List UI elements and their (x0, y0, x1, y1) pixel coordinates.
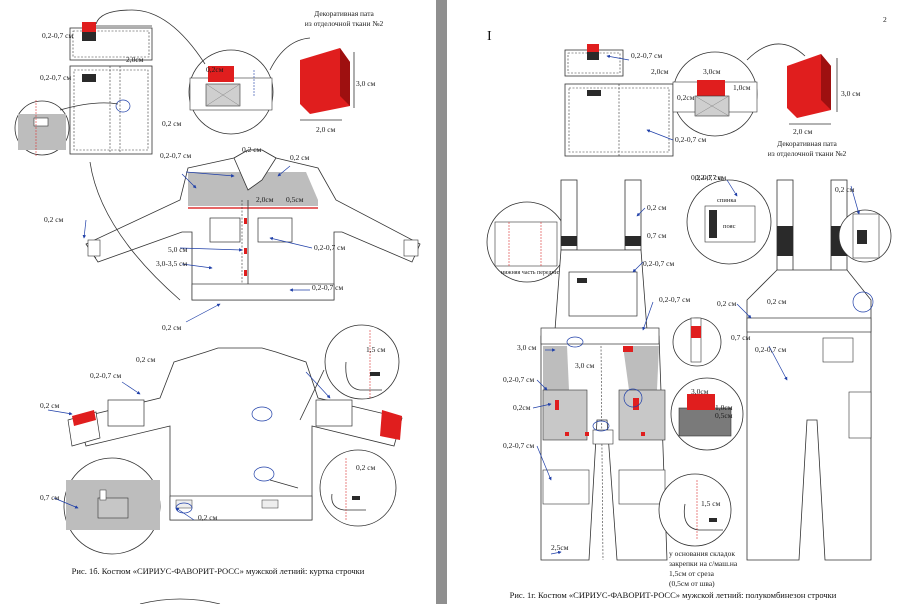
detail-magnifier-1 (14, 100, 119, 156)
dim-label: 0,2-0,7 см (90, 371, 121, 380)
dim-label: 0,2-0,7 см (691, 173, 722, 182)
dim-label: 3,0см (703, 67, 721, 76)
note-line: закрепки на с/маш.на (669, 559, 738, 568)
detail-magnifier-4 (324, 324, 400, 400)
figure-caption: Рис. 1г. Костюм «СИРИУС-ФАВОРИТ-РОСС» му… (510, 590, 837, 600)
dim-label: 0,7 см (731, 333, 751, 342)
detail-magnifier-3 (63, 457, 161, 555)
page-number: 2 (883, 15, 887, 24)
dim-label: 0,2см (677, 93, 695, 102)
dim-label: 1,0см (715, 403, 733, 412)
dim-label: 0,2 см (40, 401, 60, 410)
pata-title: Декоративная пата (777, 139, 837, 148)
page-marker: I (487, 29, 492, 44)
dim-label: 1,5 см (366, 345, 386, 354)
decorative-tab-3d (787, 54, 838, 125)
dim-label: 2,0см (126, 55, 144, 64)
dim-label: 3,0 см (517, 343, 537, 352)
dim-label: 2,0 см (316, 125, 336, 134)
jacket-front (85, 149, 421, 301)
dim-label: 0,2 см (44, 215, 64, 224)
dim-label: 0,2 см (198, 513, 218, 522)
dim-label: 0,2-0,7 см (695, 173, 726, 182)
detail-note: спинка (717, 197, 736, 204)
overall-stitching-drawing: .bla2{stroke:#1f3fa8;stroke-width:0.7;fi… (486, 15, 892, 600)
note-line: 1,5см от среза (669, 569, 715, 578)
dim-label: 0,2 см (242, 145, 262, 154)
dim-label: 0,7 см (40, 493, 60, 502)
detail-magnifier-12 (658, 473, 732, 547)
detail-magnifier-7: нижняя часть передних половинок (486, 201, 590, 283)
note-line: у основания складок (669, 549, 735, 558)
dim-label: 5,0 см (168, 245, 188, 254)
dim-label: 0,2-0,7 см (503, 441, 534, 450)
note-line: (0,5см от шва) (669, 579, 715, 588)
dim-label: 0,2 см (647, 203, 667, 212)
dim-label: 2,5см (551, 543, 569, 552)
figure-caption: Рис. 1б. Костюм «СИРИУС-ФАВОРИТ-РОСС» му… (72, 566, 365, 576)
pocket-flap-sketch (564, 44, 624, 77)
bib-pocket-sketch (564, 83, 674, 157)
dim-label: 2,0см (651, 67, 669, 76)
dim-label: 3,0 см (356, 79, 376, 88)
dim-label: 0,2 см (767, 297, 787, 306)
pocket-flap-sketch (69, 22, 153, 61)
detail-note: пояс (723, 223, 736, 230)
dim-label: 0,2-0,7 см (643, 259, 674, 268)
dim-label: 0,2 см (136, 355, 156, 364)
pata-subtitle: из отделочной ткани №2 (768, 149, 847, 158)
dim-label: 3,0 см (575, 361, 595, 370)
dim-label: 0,5см (715, 411, 733, 420)
document-page-1: Декоративная пата из отделочной ткани №2 (0, 0, 436, 604)
dim-label: 0,7 см (647, 231, 667, 240)
dim-label: 3,0-3,5 см (156, 259, 187, 268)
detail-magnifier-5 (319, 449, 397, 527)
dim-label: 0,2-0,7 см (631, 51, 662, 60)
dim-label: 0,2-0,7 см (314, 243, 345, 252)
overall-back (746, 179, 874, 561)
dim-label: 0,2-0,7 см (503, 375, 534, 384)
dim-label: 0,2 см (356, 463, 376, 472)
pata-subtitle: из отделочной ткани №2 (305, 19, 384, 28)
dim-label: 0,2 см (290, 153, 310, 162)
dim-label: 0,2-0,7 см (312, 283, 343, 292)
dim-label: 0,2-0,7 см (659, 295, 690, 304)
jacket-back (67, 347, 403, 521)
dim-label: 1,0см (733, 83, 751, 92)
dim-label: 0,2 см (162, 323, 182, 332)
dim-label: 3,0см (691, 387, 709, 396)
dim-label: 0,2-0,7 см (675, 135, 706, 144)
dim-label: 0,2 см (717, 299, 737, 308)
dim-label: 0,2-0,7 см (40, 73, 71, 82)
dim-label: 2,0 см (793, 127, 813, 136)
jacket-stitching-drawing: Декоративная пата из отделочной ткани №2 (14, 9, 421, 604)
dim-label: 3,0 см (841, 89, 861, 98)
detail-magnifier-9 (838, 209, 892, 263)
detail-note: нижняя часть передних половинок (501, 270, 590, 276)
dim-label: 0,2-0,7 см (160, 151, 191, 160)
document-page-2: .bla2{stroke:#1f3fa8;stroke-width:0.7;fi… (447, 0, 900, 604)
dim-label: 0,5см (286, 195, 304, 204)
dim-label: 0,2-0,7 см (755, 345, 786, 354)
detail-magnifier-6 (672, 43, 806, 137)
detail-magnifier-8: спинка пояс (686, 179, 772, 265)
pocket-sketch (69, 65, 153, 155)
dim-label: 0,2 см (162, 119, 182, 128)
dim-label: 1,5 см (701, 499, 721, 508)
dim-label: 0,2-0,7 см (42, 31, 73, 40)
dim-label: 0,2см (206, 65, 224, 74)
pata-title: Декоративная пата (314, 9, 374, 18)
dim-label: 2,0см (256, 195, 274, 204)
detail-magnifier-11 (670, 377, 744, 451)
decorative-tab-3d (269, 37, 355, 121)
dim-label: 0,2 см (835, 185, 855, 194)
detail-magnifier-10 (672, 317, 722, 367)
overall-front (540, 179, 668, 561)
detail-magnifier-2 (95, 9, 274, 135)
dim-label: 0,2см (513, 403, 531, 412)
